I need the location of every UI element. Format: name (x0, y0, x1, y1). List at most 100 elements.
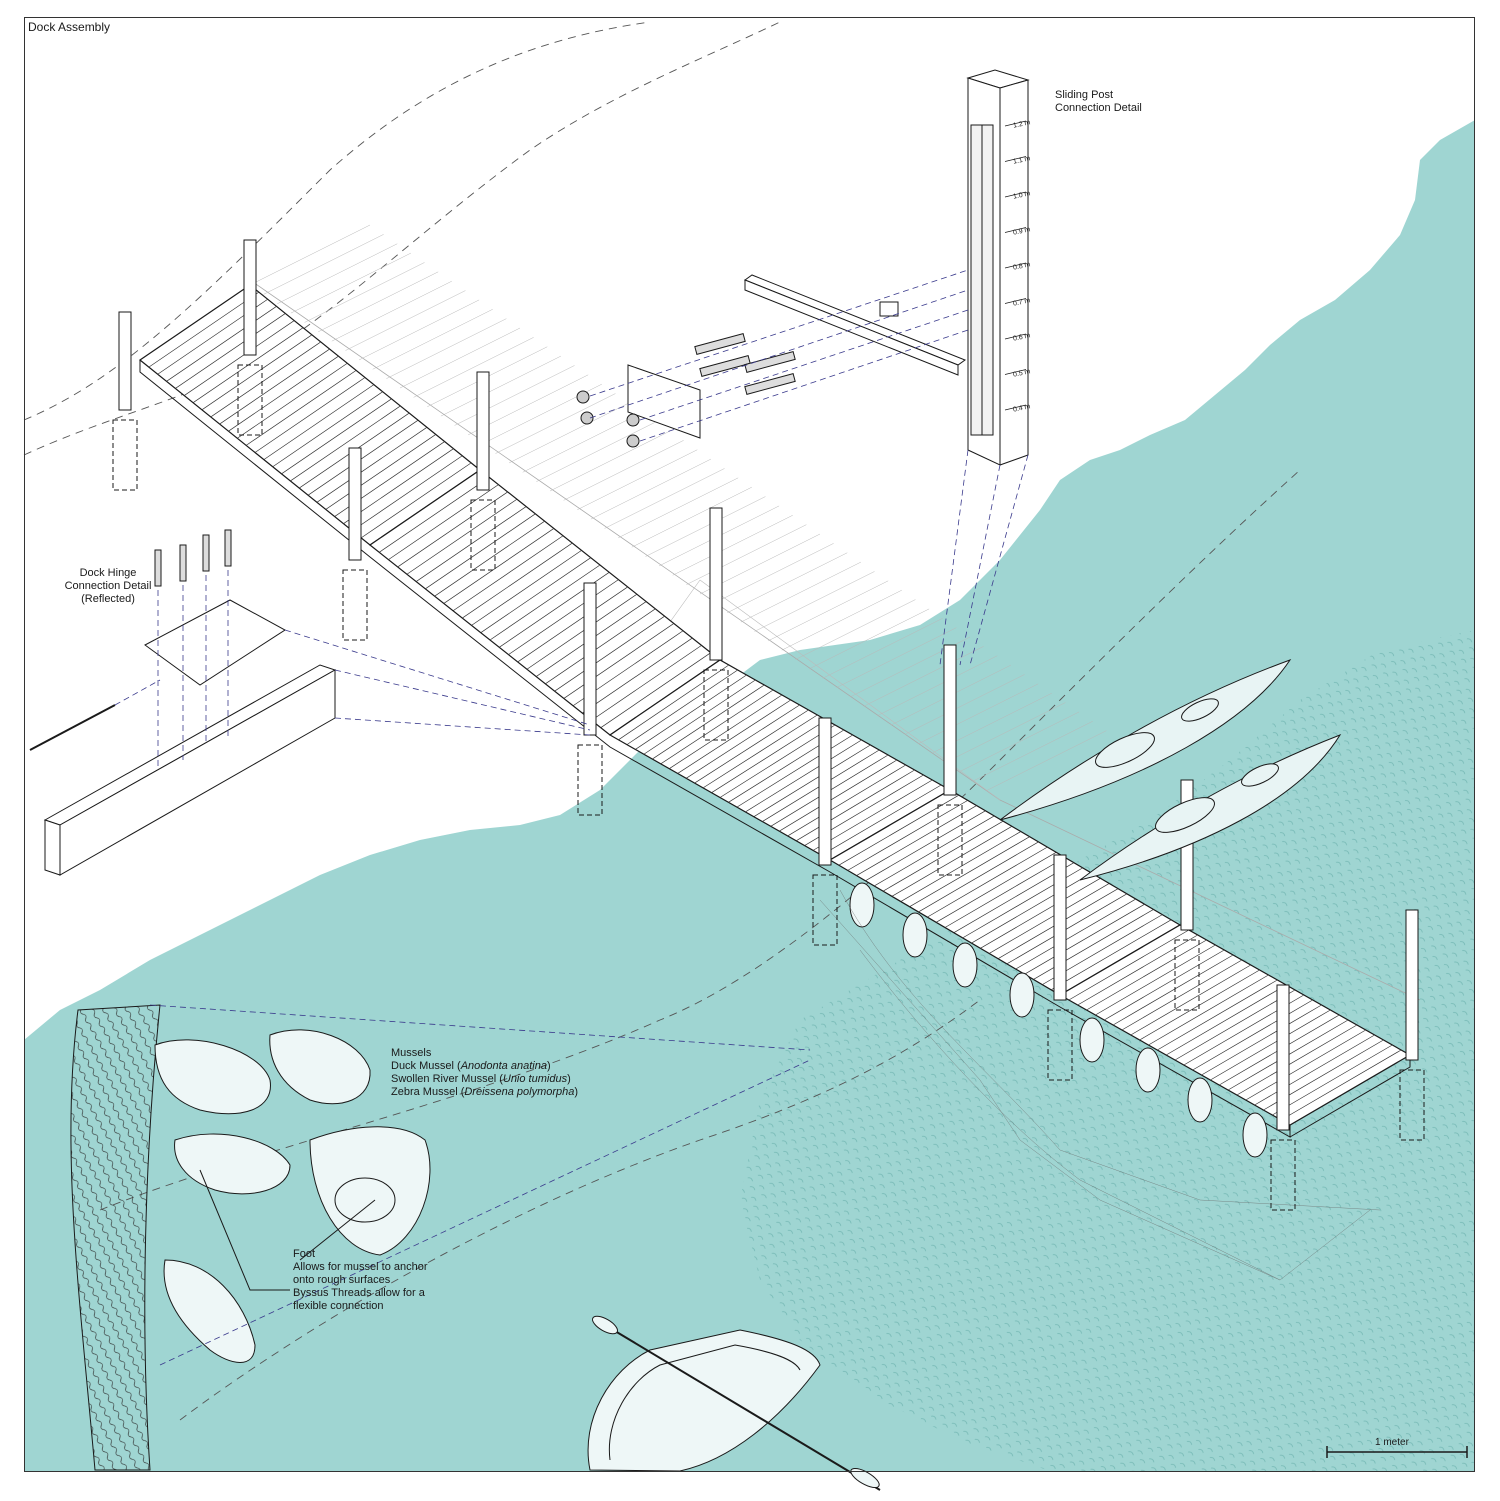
deck-plank (281, 398, 392, 475)
ghost-plank (631, 486, 752, 548)
gauge-tick (1004, 404, 1027, 411)
ghost-plank (358, 299, 480, 361)
ghost-plank (249, 224, 371, 286)
ghost-plank (727, 552, 848, 613)
deck-plank (272, 391, 383, 468)
deck-plank (148, 291, 260, 368)
post-footing (812, 874, 838, 946)
dock-post (583, 582, 597, 736)
species-close-paren: ) (546, 1060, 551, 1072)
deck-plank (1033, 909, 1154, 980)
deck-plank (891, 826, 1013, 897)
deck-plank (343, 448, 454, 524)
ghost-plank (345, 290, 466, 351)
ghost-plank (986, 730, 1107, 791)
deck-plank (980, 877, 1101, 949)
deck-plank (1174, 989, 1296, 1061)
sliding-post-detail (576, 69, 1030, 466)
ghost-plank (399, 327, 521, 389)
species-common-name: Zebra Mussel ( (391, 1086, 465, 1098)
deck-plank (379, 477, 490, 553)
ghost-plank (740, 561, 862, 623)
underwater-mesh (819, 889, 1381, 1281)
species-close-paren: ) (567, 1073, 571, 1085)
deck-plank (1024, 903, 1145, 975)
deck-plank (1245, 1029, 1366, 1101)
species-common-name: Swollen River Mussel ( (391, 1073, 503, 1085)
deck-plank (1272, 1044, 1393, 1116)
deck-plank (452, 535, 564, 612)
gauge-tick (1004, 120, 1027, 127)
kayaks (999, 659, 1342, 881)
ghost-plank (318, 271, 439, 333)
ghost-plank (454, 365, 575, 426)
post-footing (937, 804, 963, 876)
mussel-species-list: Duck Mussel (Anodonta anatina)Swollen Ri… (391, 1060, 578, 1099)
deck-plank (812, 779, 933, 851)
post-footing (112, 419, 138, 491)
ghost-plank (686, 524, 807, 585)
post-footing (1047, 1009, 1073, 1081)
deck-plank (228, 355, 339, 432)
dock-post (476, 371, 490, 491)
scale-bar-label: 1 meter (1375, 1437, 1409, 1448)
dock-posts (112, 239, 1425, 1211)
deck-plank (397, 491, 508, 568)
deck-plank (360, 462, 472, 539)
gauge-tick (1004, 262, 1027, 269)
ghost-plank (672, 515, 793, 576)
mussel-species-item: Duck Mussel (Anodonta anatina) (391, 1060, 578, 1073)
deck-plank (935, 852, 1057, 923)
deck-plank (582, 637, 693, 714)
dock-post (348, 447, 362, 561)
deck-plank (838, 794, 960, 866)
deck-plank (847, 800, 968, 871)
deck-plank (1236, 1024, 1358, 1096)
pontoon-floats (849, 882, 1268, 1158)
deck-plank (219, 348, 330, 425)
deck-plank (245, 370, 357, 446)
deck-plank (719, 724, 836, 798)
deck-plank (1086, 939, 1207, 1011)
deck-plank (652, 684, 765, 760)
post-footing (342, 569, 368, 641)
deck-plank (660, 689, 774, 765)
deck-plank (711, 719, 827, 793)
deck-plank (745, 739, 862, 813)
ghost-plank (440, 355, 562, 417)
deck-plank (600, 652, 711, 728)
ghost-plank (563, 440, 684, 501)
ghost-plank (604, 468, 725, 529)
ghost-plank (904, 674, 1025, 735)
contour-dashed-lines (23, 21, 1301, 1421)
deck-plank (874, 815, 995, 887)
ghost-plank (372, 309, 493, 370)
dock-post (709, 507, 723, 661)
callout-line: Byssus Threads allow for a (293, 1287, 425, 1299)
deck-plank (753, 744, 871, 818)
ghost-plank (522, 412, 643, 473)
deck-plank (434, 520, 545, 597)
ghost-plank (413, 337, 534, 398)
post-footing (703, 669, 729, 741)
deck-plank (694, 709, 809, 784)
ghost-plank (972, 721, 1093, 782)
dock-hinge-detail (29, 529, 337, 876)
deck-plank (1201, 1004, 1322, 1076)
dock-post (943, 644, 957, 796)
callout-line: Connection Detail (64, 580, 152, 592)
deck-plank (900, 831, 1021, 902)
deck-plank (325, 434, 436, 510)
deck-plank (471, 550, 582, 626)
deck-plank (563, 623, 675, 699)
deck-plank (795, 769, 915, 842)
deck-plank (618, 664, 730, 741)
sliding-post-callout: Sliding Post Connection Detail (1055, 89, 1142, 115)
deck-plank (669, 694, 783, 769)
ghost-plank (918, 683, 1039, 745)
dock-post (1405, 909, 1419, 1061)
deck-plank (175, 313, 286, 389)
species-latin-name: Dreissena polymorpha (464, 1086, 575, 1098)
